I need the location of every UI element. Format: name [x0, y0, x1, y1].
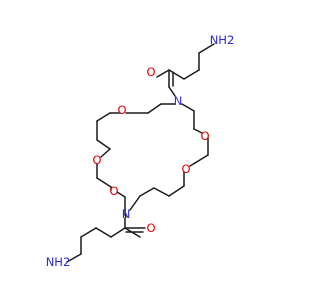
bond	[194, 154, 209, 164]
bond	[168, 69, 185, 80]
molecule-structure: NH2 O N O O O O O N O NH2	[46, 33, 235, 269]
bond	[95, 227, 112, 238]
bond	[100, 148, 111, 158]
amine-label-top: NH2	[210, 33, 235, 47]
bond	[66, 253, 82, 263]
bond	[124, 214, 127, 218]
carbonyl-oxygen-top: O	[146, 65, 155, 79]
ring-oxygen-left-top: O	[117, 103, 126, 117]
bond	[168, 185, 185, 197]
ring-nitrogen-bottom: N	[122, 207, 131, 221]
ring-oxygen-right-bottom: O	[181, 162, 190, 176]
bond	[153, 187, 170, 197]
bond-lines	[66, 43, 215, 263]
bond	[96, 177, 112, 188]
bond	[80, 227, 97, 238]
bond	[96, 112, 111, 122]
bond	[183, 69, 200, 80]
bond	[139, 187, 155, 197]
atom-labels: NH2 O N O O O O O N O NH2	[46, 33, 235, 269]
ring-oxygen-right-top: O	[200, 129, 209, 143]
bond	[110, 227, 126, 238]
bond	[156, 69, 170, 78]
carbonyl-oxygen-bottom: O	[146, 221, 155, 235]
ring-oxygen-left-bottom: O	[109, 184, 118, 198]
bond	[129, 195, 141, 211]
ring-oxygen-left-mid: O	[92, 153, 101, 167]
bond	[198, 43, 215, 54]
bond	[181, 103, 195, 112]
bond	[189, 162, 196, 167]
ring-nitrogen-top: N	[174, 94, 183, 108]
bond	[147, 103, 162, 114]
amine-label-bottom: NH2	[46, 255, 71, 269]
bond	[96, 139, 111, 150]
bond	[193, 128, 203, 134]
bond	[116, 191, 126, 198]
bond	[168, 86, 176, 97]
